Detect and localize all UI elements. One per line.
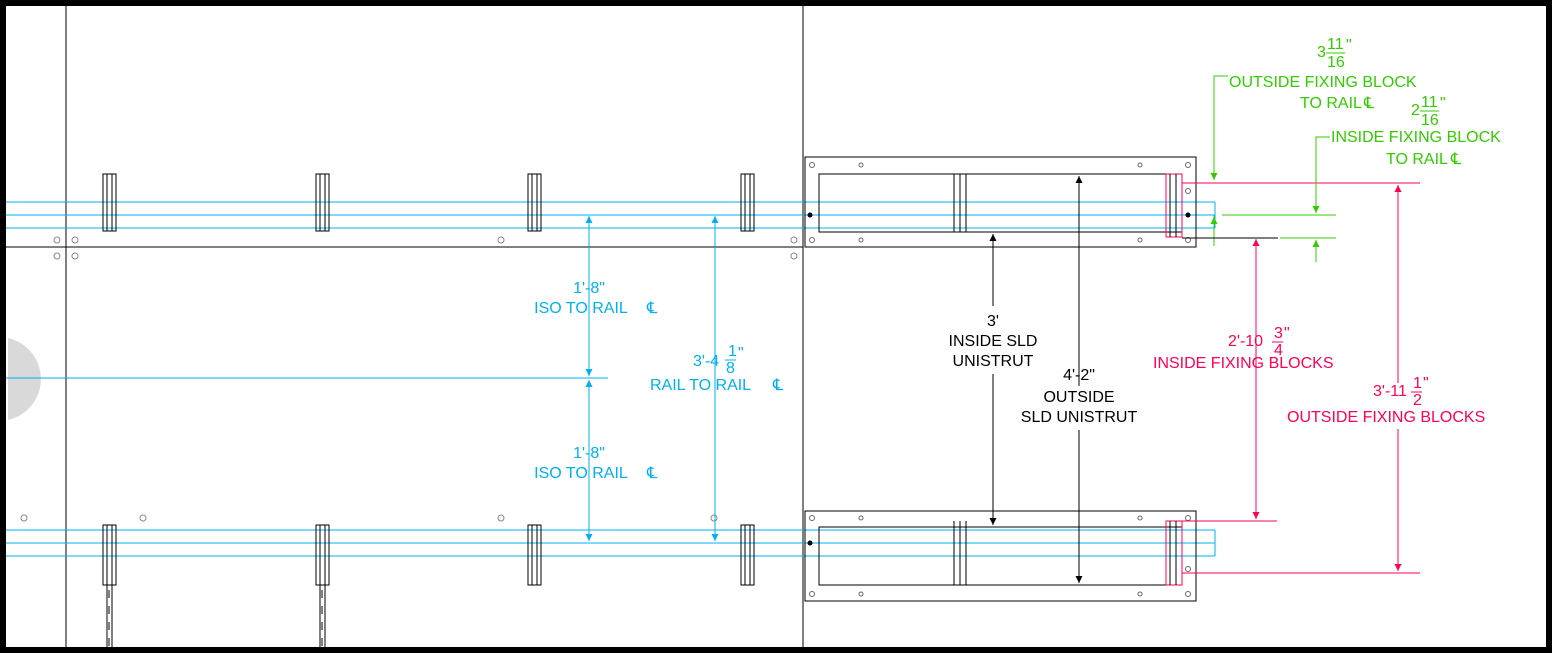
rail-to-rail-value: 3'-4: [693, 353, 719, 370]
rail-to-rail-fraction-denominator: 8: [726, 360, 735, 377]
iso-bottom-label: ISO TO RAIL: [534, 465, 628, 482]
outside-fixing-blocks-fraction-denominator: 2: [1413, 392, 1422, 409]
structure-lines: [6, 6, 804, 647]
outside-sld-value: 4'-2": [1063, 367, 1095, 384]
inside-fixing-to-rail-fraction-numerator: 11: [1421, 94, 1438, 111]
iso-bottom-dimension: 1'-8" ISO TO RAIL ℄: [534, 445, 658, 482]
rail-to-rail-label: RAIL TO RAIL: [650, 377, 751, 394]
inside-fixing-block-to-rail-dimension: 2 11 16 " INSIDE FIXING BLOCK TO RAIL ℄: [1331, 94, 1501, 168]
rail-to-rail-fraction-numerator: 1: [728, 343, 737, 360]
outside-fixing-blocks-dimension: 3'-11 1 2 " OUTSIDE FIXING BLOCKS: [1287, 375, 1485, 426]
iso-top-value: 1'-8": [573, 280, 605, 297]
outside-fixing-to-rail-fraction-denominator: 16: [1327, 54, 1345, 71]
inside-fixing-blocks-label: INSIDE FIXING BLOCKS: [1153, 355, 1333, 372]
inside-fixing-to-rail-centerline-symbol: ℄: [1450, 151, 1462, 168]
inside-sld-value: 3': [987, 313, 999, 330]
inside-fixing-blocks-dimension: 2'-10 3 4 " INSIDE FIXING BLOCKS: [1153, 325, 1333, 372]
outside-sld-line2: SLD UNISTRUT: [1021, 409, 1138, 426]
inside-fixing-to-rail-inch-mark: ": [1440, 95, 1446, 112]
inside-fixing-to-rail-line1: INSIDE FIXING BLOCK: [1331, 129, 1501, 146]
inside-fixing-blocks-inch-mark: ": [1284, 325, 1290, 342]
inside-fixing-blocks-fraction-denominator: 4: [1274, 342, 1283, 359]
outside-fixing-blocks-label: OUTSIDE FIXING BLOCKS: [1287, 409, 1485, 426]
outside-fixing-to-rail-line2: TO RAIL: [1300, 95, 1362, 112]
rail-to-rail-dimension: 3'-4 1 8 " RAIL TO RAIL ℄: [650, 343, 784, 394]
sleepers: [102, 173, 755, 647]
fixing-block-dimension-lines: [1182, 182, 1420, 574]
top-rail-lines: [6, 201, 1216, 229]
sld-frame-top: [804, 156, 1197, 248]
inside-fixing-blocks-fraction-numerator: 3: [1274, 325, 1283, 342]
iso-bottom-value: 1'-8": [573, 445, 605, 462]
inside-sld-dimension: 3' INSIDE SLD UNISTRUT: [949, 313, 1038, 370]
drawing-sheet: [6, 6, 1546, 647]
inside-fixing-to-rail-line2: TO RAIL: [1386, 151, 1448, 168]
rail-to-rail-inch-mark: ": [738, 345, 744, 362]
inside-fixing-blocks-value: 2'-10: [1228, 333, 1263, 350]
outside-fixing-to-rail-value: 3: [1317, 44, 1326, 61]
fixing-block-to-rail-lines: [1210, 75, 1336, 262]
outside-fixing-to-rail-centerline-symbol: ℄: [1363, 95, 1375, 112]
outside-fixing-blocks-fraction-numerator: 1: [1413, 375, 1422, 392]
half-circle-symbol: [8, 338, 41, 420]
iso-top-centerline-symbol: ℄: [646, 300, 658, 317]
outside-fixing-blocks-inch-mark: ": [1423, 375, 1429, 392]
outside-sld-dimension: 4'-2" OUTSIDE SLD UNISTRUT: [1021, 367, 1138, 426]
inside-sld-line2: UNISTRUT: [953, 353, 1034, 370]
outside-fixing-blocks-value: 3'-11: [1373, 383, 1407, 400]
outside-fixing-to-rail-fraction-numerator: 11: [1327, 36, 1344, 53]
inside-fixing-to-rail-value: 2: [1411, 102, 1420, 119]
outside-fixing-block-to-rail-dimension: 3 11 16 " OUTSIDE FIXING BLOCK TO RAIL ℄: [1229, 36, 1417, 112]
outside-sld-line1: OUTSIDE: [1043, 389, 1114, 406]
inside-sld-line1: INSIDE SLD: [949, 333, 1038, 350]
iso-top-label: ISO TO RAIL: [534, 300, 628, 317]
inside-fixing-to-rail-fraction-denominator: 16: [1421, 112, 1439, 129]
sleeper-dashes: [108, 590, 323, 647]
rail-to-rail-centerline-symbol: ℄: [772, 377, 784, 394]
iso-top-dimension: 1'-8" ISO TO RAIL ℄: [534, 280, 658, 317]
iso-bottom-centerline-symbol: ℄: [646, 465, 658, 482]
outside-fixing-to-rail-inch-mark: ": [1346, 37, 1352, 54]
iso-dimension-line: [585, 216, 719, 541]
sld-dimension-lines: [989, 176, 1083, 583]
outside-fixing-to-rail-line1: OUTSIDE FIXING BLOCK: [1229, 74, 1417, 91]
bottom-rail-lines: [6, 529, 1216, 557]
sld-frame-bottom: [804, 510, 1197, 602]
